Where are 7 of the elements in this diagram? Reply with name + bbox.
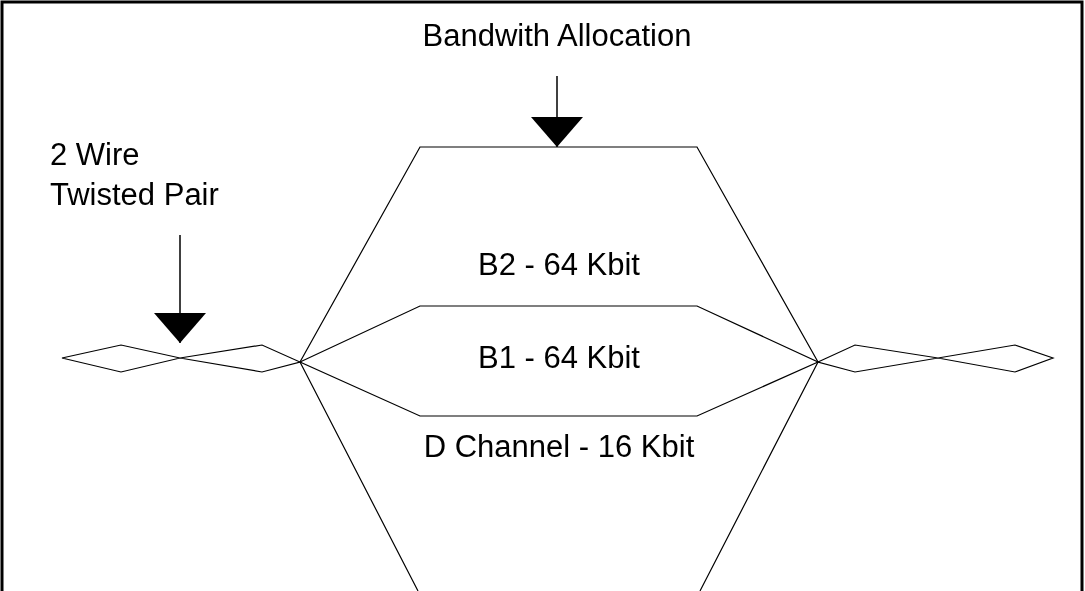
channel-label: B1 - 64 Kbit xyxy=(477,339,641,377)
callout-label: 2 Wire Twisted Pair xyxy=(50,136,220,215)
leader-arrow xyxy=(531,75,583,148)
callout-label: Bandwith Allocation xyxy=(421,17,693,55)
leader-arrow xyxy=(154,234,206,344)
channel-label: B2 - 64 Kbit xyxy=(477,246,641,284)
channel-label: D Channel - 16 Kbit xyxy=(422,428,696,466)
